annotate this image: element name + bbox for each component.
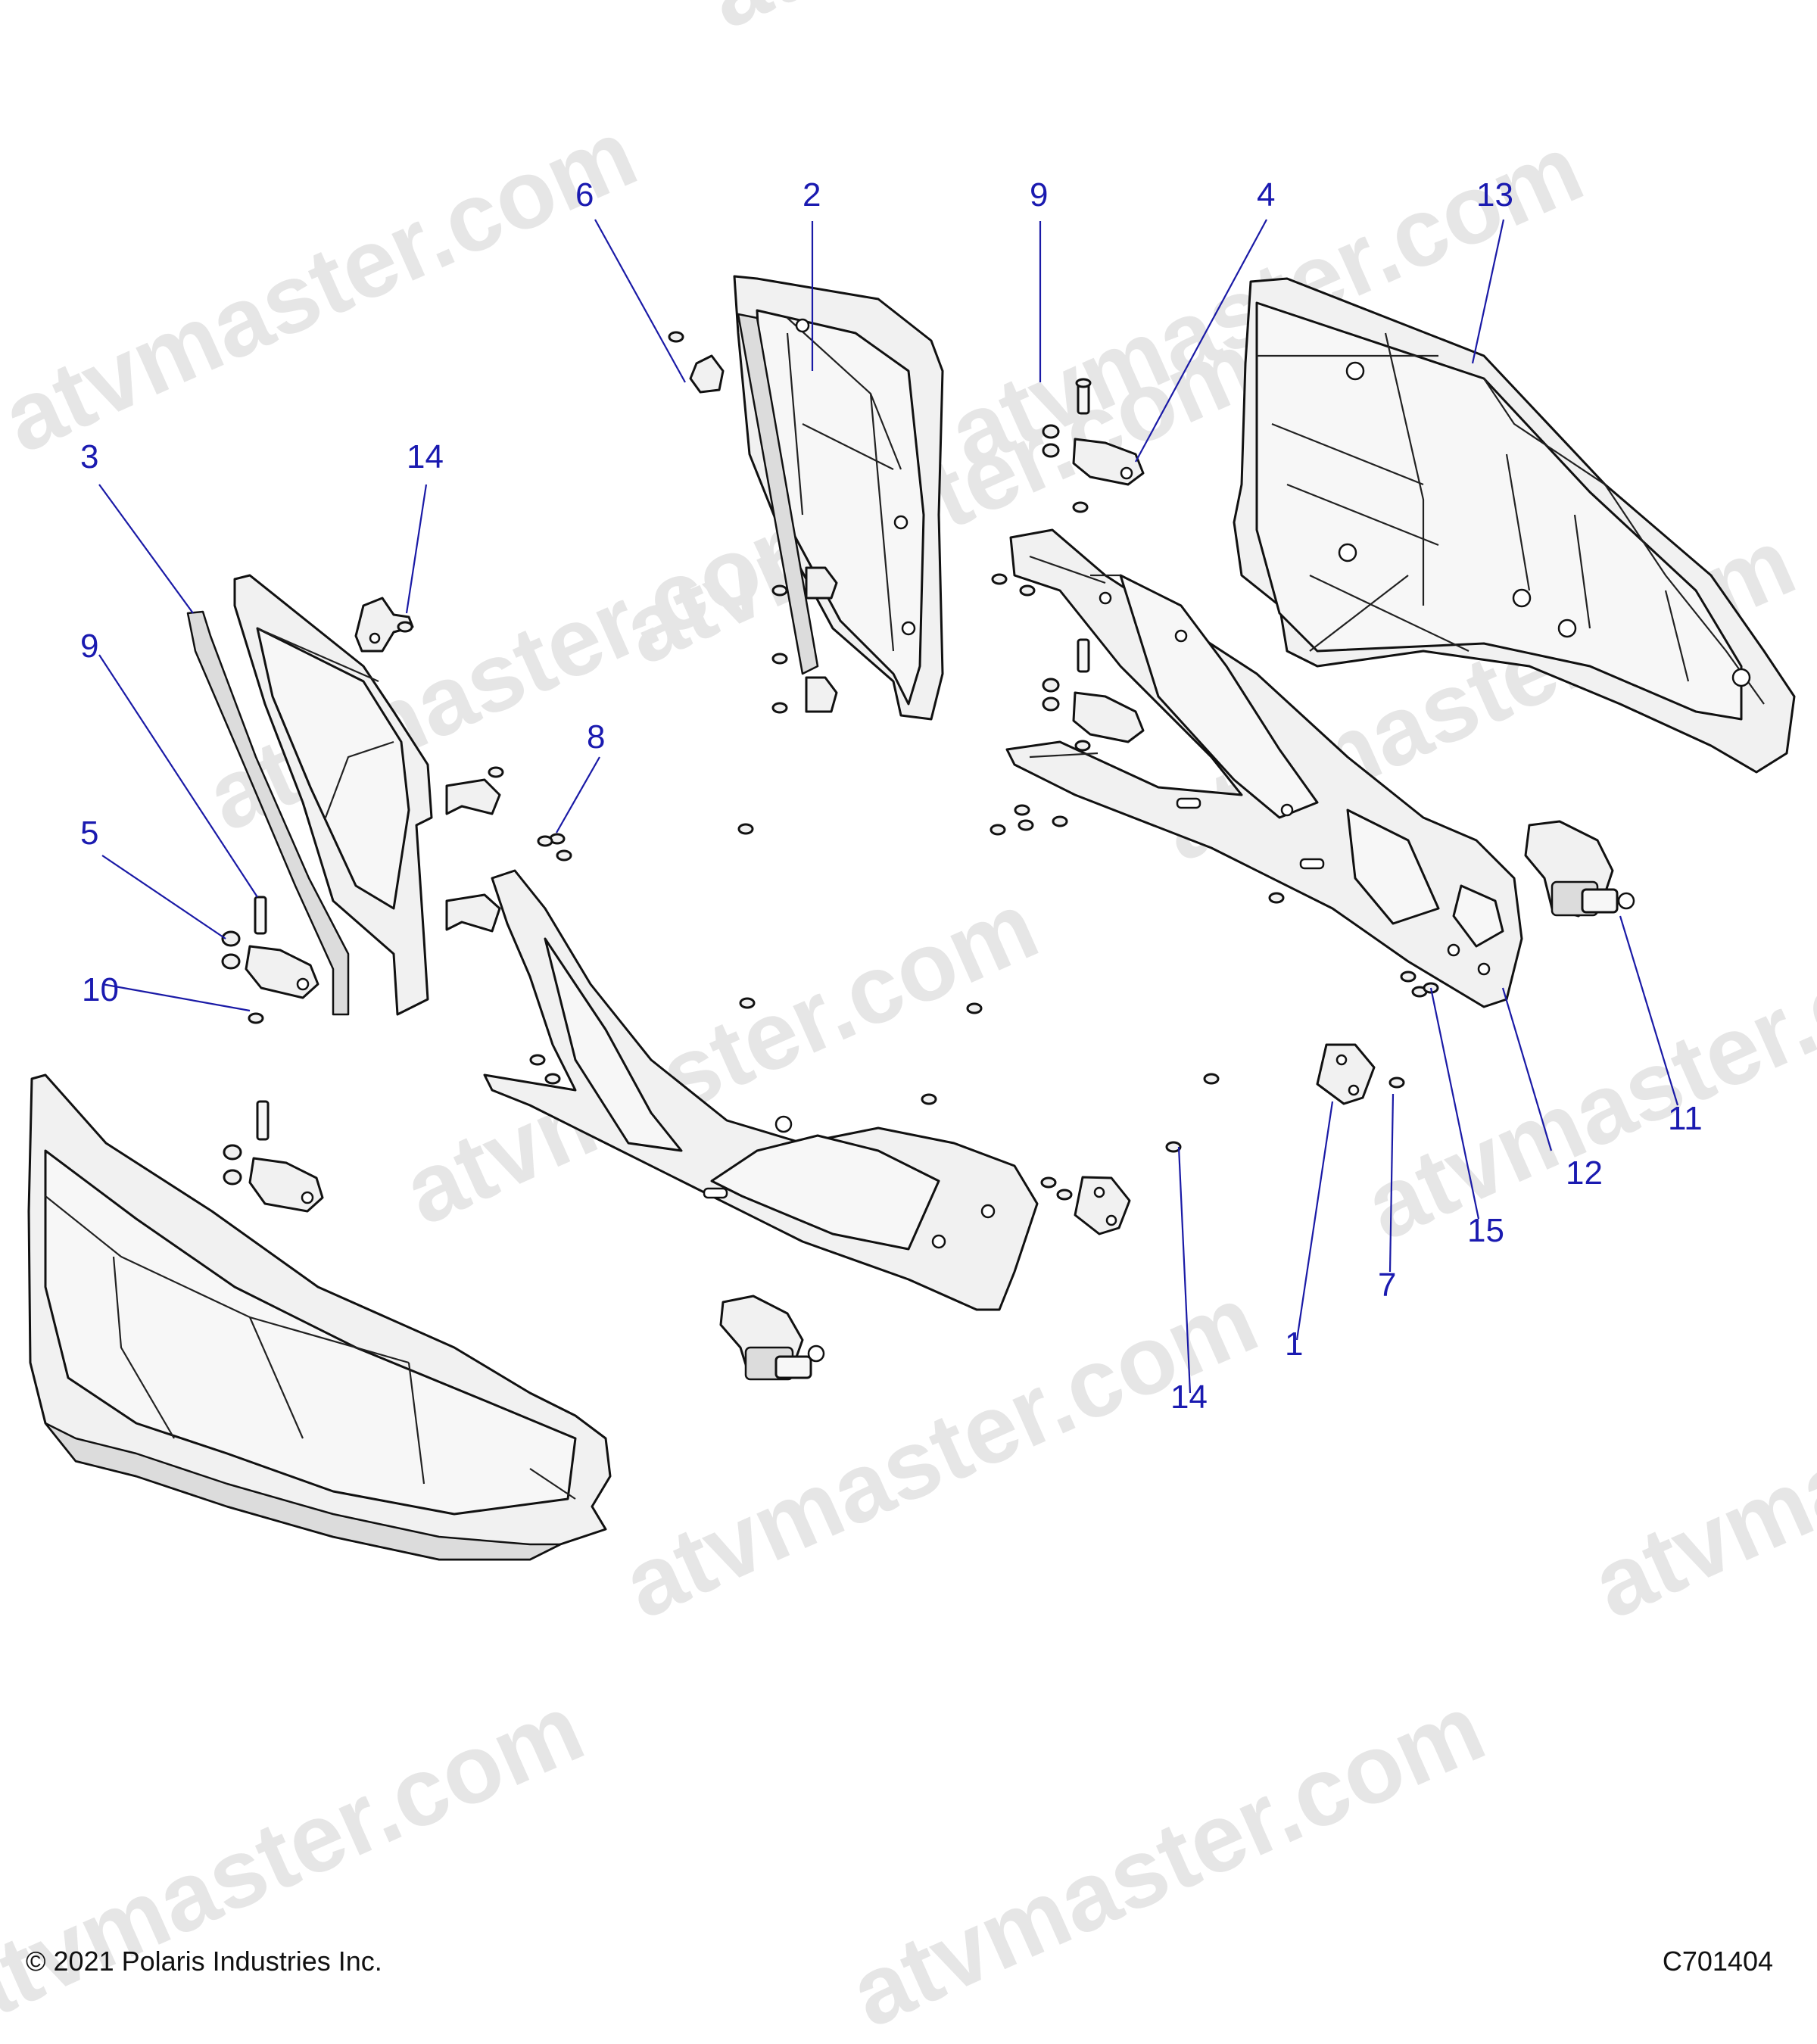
drawing-id: C701404 bbox=[1662, 1946, 1773, 1977]
watermark: atvmaster.com bbox=[835, 1673, 1499, 2044]
latch-part-11 bbox=[1524, 820, 1635, 918]
watermark: atvmaster.com bbox=[608, 1264, 1272, 1639]
callout-13: 13 bbox=[1476, 176, 1513, 213]
callout-2: 2 bbox=[803, 176, 821, 213]
callout-9-top: 9 bbox=[1030, 176, 1048, 213]
callout-6: 6 bbox=[575, 176, 594, 213]
latch-lower-left bbox=[719, 1295, 825, 1381]
watermark: atvmaster.com bbox=[0, 98, 651, 473]
callout-9-left: 9 bbox=[80, 628, 98, 665]
door-frame-part-2 bbox=[733, 275, 944, 721]
bumper-clip-set bbox=[445, 354, 838, 933]
hinge-part-5-left bbox=[221, 896, 319, 999]
watermark: atvmaster.com bbox=[1577, 1264, 1817, 1639]
lower-bumper-panel bbox=[27, 1073, 612, 1561]
callout-labels: 2 6 9 4 13 3 14 9 8 5 10 11 12 15 7 1 14 bbox=[80, 176, 1703, 1416]
watermark: atvmaster.com bbox=[691, 0, 1355, 50]
seal-strip-part-3 bbox=[186, 610, 350, 1016]
leader-lines bbox=[98, 219, 1679, 1394]
door-frame-part-12 bbox=[1005, 528, 1523, 1008]
rear-door-panel-part-13 bbox=[1233, 277, 1796, 774]
callout-7: 7 bbox=[1378, 1267, 1396, 1304]
striker-plate-left bbox=[1074, 1176, 1131, 1235]
callout-15: 15 bbox=[1467, 1212, 1504, 1249]
callout-8: 8 bbox=[587, 718, 605, 756]
callout-1: 1 bbox=[1285, 1326, 1303, 1363]
watermark: atvmaster.com bbox=[0, 1673, 598, 2044]
hinge-lower-left bbox=[223, 1100, 324, 1213]
fastener-set bbox=[248, 331, 1439, 1201]
callout-10: 10 bbox=[82, 971, 119, 1008]
callout-11: 11 bbox=[1668, 1100, 1703, 1137]
callout-14-bottom: 14 bbox=[1170, 1379, 1208, 1416]
callout-3: 3 bbox=[80, 438, 98, 475]
hinge-part-4-upper bbox=[1042, 378, 1145, 486]
striker-plate-part-1 bbox=[1316, 1043, 1376, 1105]
callout-14-top: 14 bbox=[407, 438, 444, 475]
door-frame-left bbox=[483, 869, 1039, 1311]
callout-5: 5 bbox=[80, 815, 98, 852]
callout-12: 12 bbox=[1566, 1154, 1603, 1192]
callout-4: 4 bbox=[1257, 176, 1275, 213]
side-panel-left bbox=[233, 574, 433, 1016]
hinge-part-4-lower bbox=[1042, 638, 1145, 743]
copyright-notice: © 2021 Polaris Industries Inc. bbox=[26, 1946, 382, 1977]
